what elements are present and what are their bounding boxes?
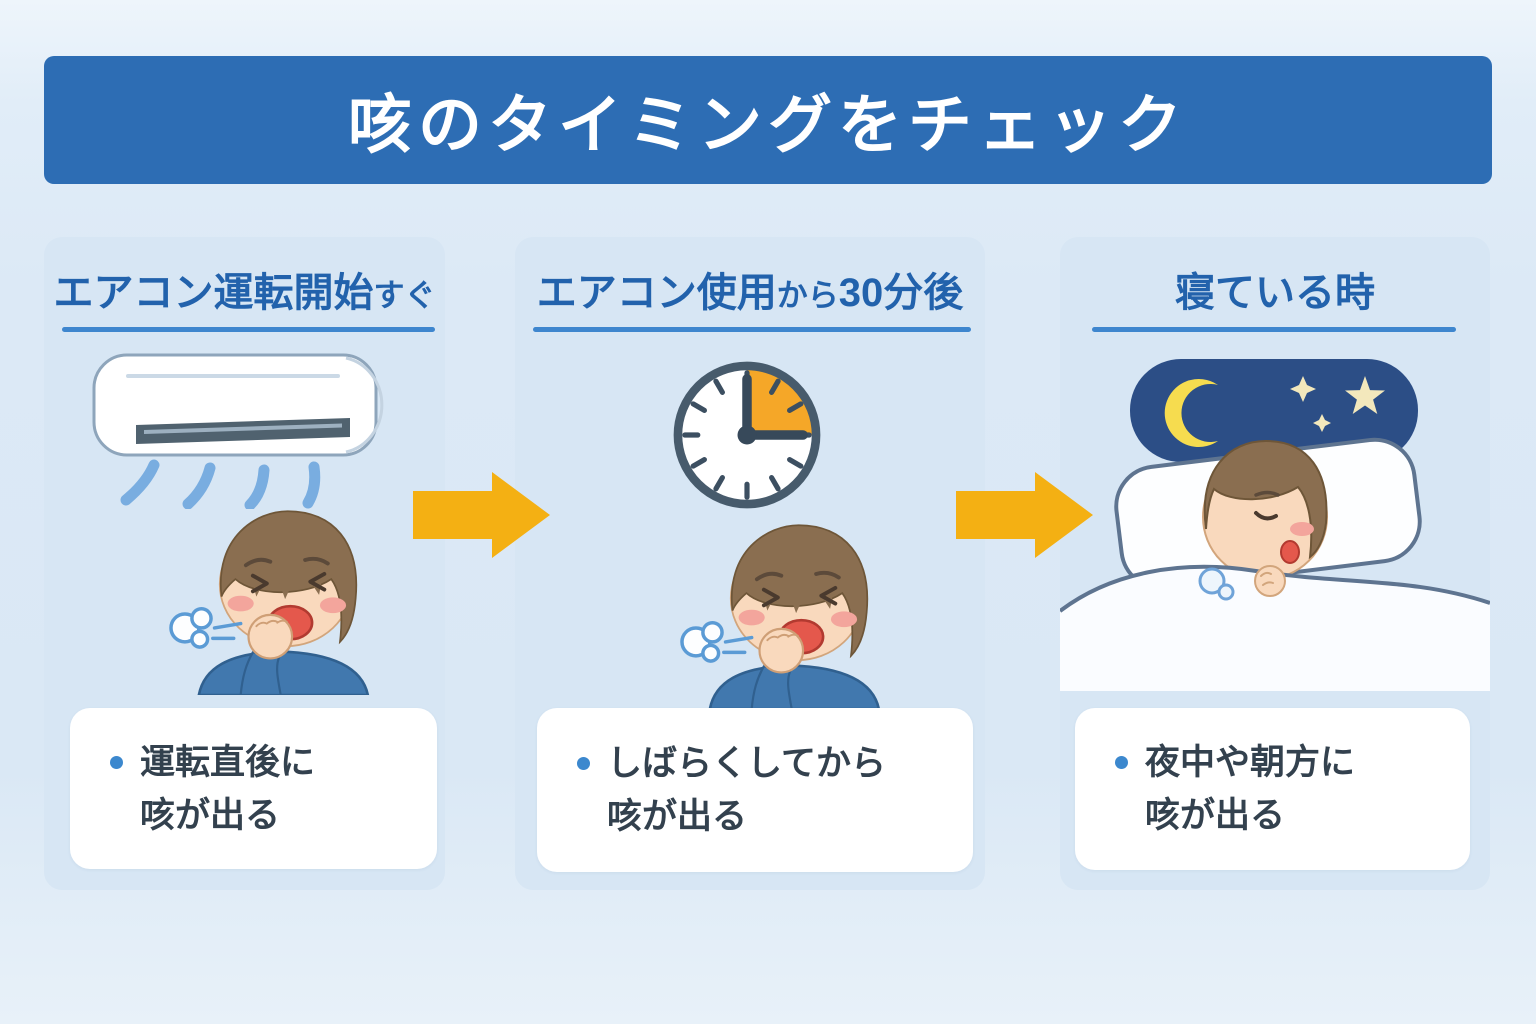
boy-hair xyxy=(730,524,869,659)
breath-puff-icon xyxy=(680,621,754,663)
heading-text-main: エアコン運転開始 xyxy=(53,271,374,315)
blanket xyxy=(1060,566,1490,691)
boy-eye-right xyxy=(308,571,327,592)
bullet-dot xyxy=(577,757,590,770)
note-box: 運転直後に 咳が出る xyxy=(70,708,437,869)
boy-eyebrows xyxy=(754,570,841,582)
panel-heading: エアコン運転開始すぐ xyxy=(44,269,445,326)
note-line-2: 咳が出る xyxy=(1145,796,1286,835)
note-line-1: しばらくしてから xyxy=(607,744,886,783)
note-box: しばらくしてから 咳が出る xyxy=(537,708,973,872)
bullet-dot xyxy=(110,755,123,769)
note-text: しばらくしてから 咳が出る xyxy=(607,737,886,843)
clock-30min-icon xyxy=(673,361,821,509)
heading-underline xyxy=(1092,327,1456,332)
heading-text-main2: 30分後 xyxy=(838,271,964,315)
boy-mouth xyxy=(1280,540,1300,564)
breath-puff-icon xyxy=(1198,567,1235,601)
boy-hair xyxy=(219,510,358,645)
air-conditioner-icon xyxy=(92,353,384,509)
boy-arm xyxy=(750,665,793,709)
arrow-right-icon xyxy=(956,472,1093,558)
boy-fist xyxy=(758,627,805,674)
boy-fist xyxy=(247,613,294,660)
air-stream-icon xyxy=(120,459,321,509)
boy-eye-closed xyxy=(1254,511,1278,521)
star-icon xyxy=(1313,414,1331,432)
sleeping-boy-night-icon xyxy=(1060,359,1490,691)
boy-hand xyxy=(1254,565,1286,597)
panel-heading: エアコン使用から30分後 xyxy=(515,269,985,326)
heading-text-main: 寝ている時 xyxy=(1175,271,1375,315)
note-line-2: 咳が出る xyxy=(607,797,748,836)
note-text: 運転直後に 咳が出る xyxy=(140,736,315,842)
coughing-boy-icon xyxy=(169,510,370,695)
boy-arm xyxy=(239,651,282,695)
boy-eyebrow xyxy=(1254,490,1280,497)
clock-rim xyxy=(673,361,821,509)
boy-eyebrows xyxy=(243,556,330,568)
boy-shirt xyxy=(708,664,881,709)
boy-eye-left xyxy=(250,573,269,594)
star-icon xyxy=(1345,376,1385,414)
star-icon xyxy=(1290,376,1316,402)
heading-text-main: エアコン使用 xyxy=(536,271,777,315)
heading-underline xyxy=(62,327,435,332)
heading-text-small: から xyxy=(776,278,839,313)
panel-30min-later: エアコン使用から30分後 xyxy=(515,237,985,890)
coughing-boy-icon xyxy=(680,524,881,709)
title-banner: 咳のタイミングをチェック xyxy=(44,56,1492,184)
panel-while-sleeping: 寝ている時 xyxy=(1060,237,1490,890)
note-line-1: 夜中や朝方に xyxy=(1145,743,1356,782)
ac-vent xyxy=(136,418,350,444)
note-line-2: 咳が出る xyxy=(140,795,281,835)
boy-shirt xyxy=(197,650,370,695)
boy-hair xyxy=(1203,439,1328,560)
moon-icon xyxy=(1164,379,1218,447)
boy-eye-left xyxy=(761,587,780,608)
note-text: 夜中や朝方に 咳が出る xyxy=(1145,736,1355,842)
note-line-1: 運転直後に xyxy=(140,742,316,782)
bullet-dot xyxy=(1115,756,1128,769)
heading-underline xyxy=(533,327,971,332)
page-title: 咳のタイミングをチェック xyxy=(348,89,1188,161)
clock-center xyxy=(737,425,757,445)
night-sky-icon xyxy=(1130,359,1418,462)
heading-text-small: すぐ xyxy=(373,278,436,313)
panel-heading: 寝ている時 xyxy=(1060,269,1490,326)
boy-eye-right xyxy=(819,585,838,606)
note-box: 夜中や朝方に 咳が出る xyxy=(1075,708,1470,870)
panel-ac-start: エアコン運転開始すぐ xyxy=(44,237,445,890)
arrow-right-icon xyxy=(413,472,550,558)
clock-elapsed-wedge xyxy=(747,365,817,435)
breath-puff-icon xyxy=(169,607,243,649)
